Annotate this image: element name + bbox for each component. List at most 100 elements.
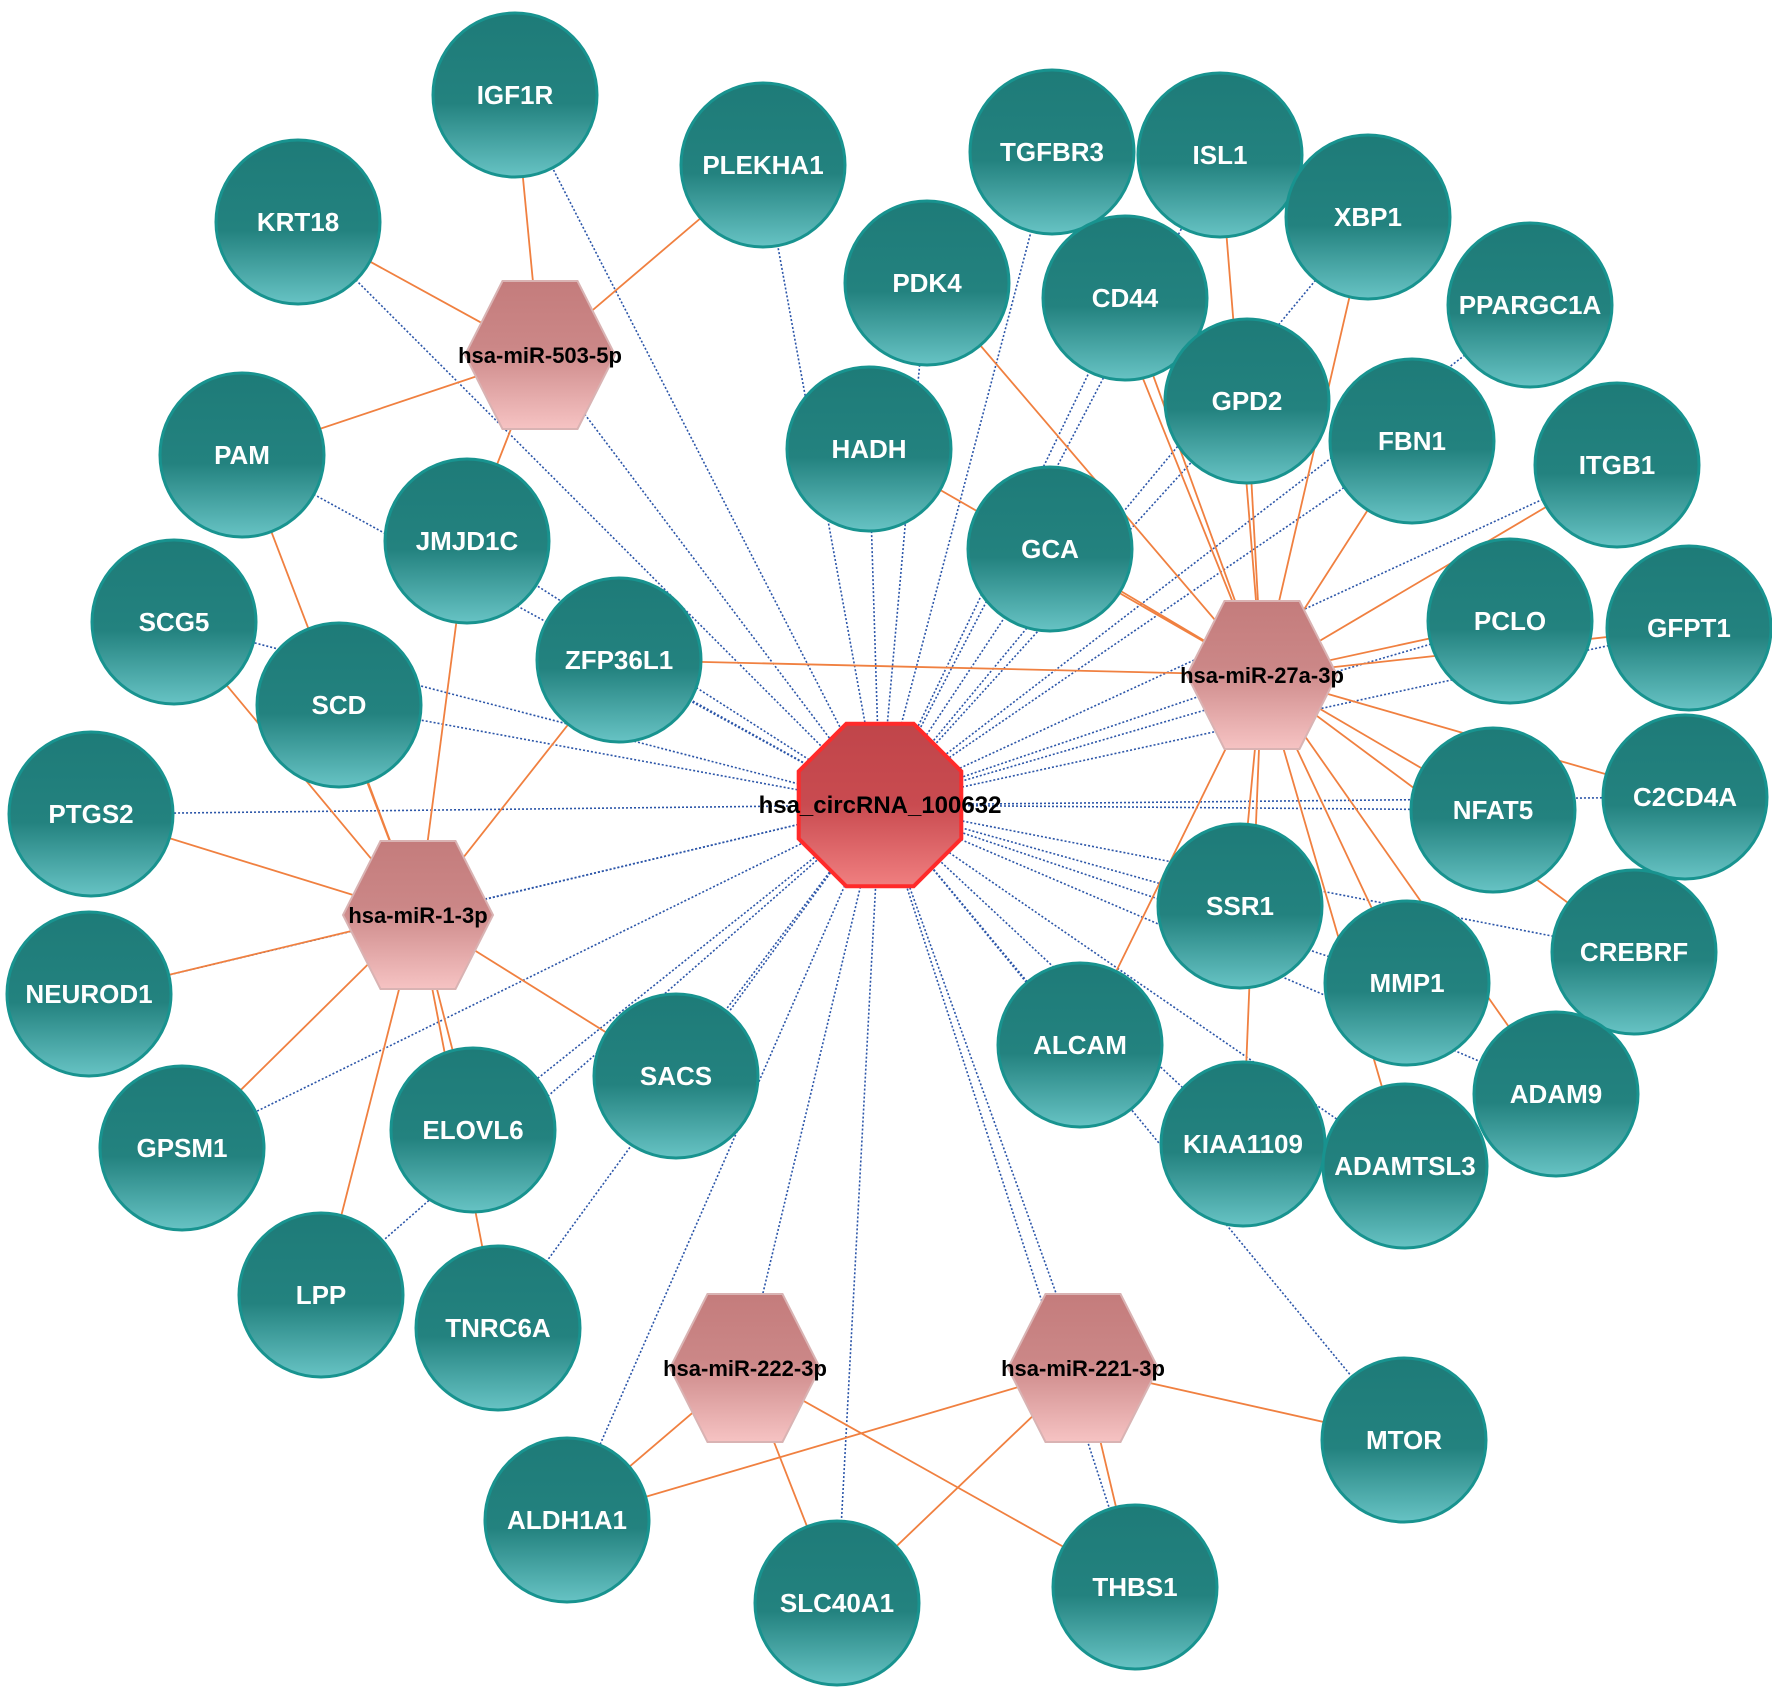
gene-node-jmjd1c[interactable]: JMJD1C	[383, 457, 551, 625]
gene-node-zfp36l1[interactable]: ZFP36L1	[535, 576, 703, 744]
gene-label: TGFBR3	[1000, 137, 1104, 167]
gene-node-fbn1[interactable]: FBN1	[1328, 357, 1496, 525]
gene-node-slc40a1[interactable]: SLC40A1	[753, 1519, 921, 1687]
gene-node-kiaa1109[interactable]: KIAA1109	[1159, 1060, 1327, 1228]
circrna-edge-m222	[744, 804, 881, 1369]
gene-node-itgb1[interactable]: ITGB1	[1533, 381, 1701, 549]
mirna-node-m1[interactable]: hsa-miR-1-3p	[341, 840, 495, 990]
gene-node-pam[interactable]: PAM	[158, 371, 326, 539]
mirna-node-m221[interactable]: hsa-miR-221-3p	[1001, 1293, 1165, 1443]
gene-node-gpsm1[interactable]: GPSM1	[98, 1064, 266, 1232]
gene-node-neurod1[interactable]: NEUROD1	[5, 910, 173, 1078]
gene-node-xbp1[interactable]: XBP1	[1284, 133, 1452, 301]
circrna-octagon	[796, 721, 964, 889]
mirna-edge-m27a-adamtsl3	[1261, 674, 1406, 1167]
gene-node-gfpt1[interactable]: GFPT1	[1605, 544, 1772, 712]
gene-node-scg5[interactable]: SCG5	[90, 538, 258, 706]
gene-node-hadh[interactable]: HADH	[785, 365, 953, 533]
gene-label: JMJD1C	[416, 526, 519, 556]
gene-node-igf1r[interactable]: IGF1R	[431, 11, 599, 179]
gene-label: ADAMTSL3	[1334, 1151, 1476, 1181]
gene-label: ISL1	[1193, 140, 1248, 170]
circrna-edge-tgfbr3	[879, 151, 1053, 806]
gene-label: PAM	[214, 440, 270, 470]
gene-node-lpp[interactable]: LPP	[237, 1211, 405, 1379]
gene-node-plekha1[interactable]: PLEKHA1	[679, 81, 847, 249]
gene-circle	[5, 910, 173, 1078]
gene-label: PCLO	[1474, 606, 1546, 636]
gene-node-mmp1[interactable]: MMP1	[1323, 899, 1491, 1067]
gene-label: ITGB1	[1579, 450, 1656, 480]
gene-label: ELOVL6	[422, 1115, 523, 1145]
gene-circle	[1446, 221, 1614, 389]
gene-label: PDK4	[892, 268, 962, 298]
gene-node-ptgs2[interactable]: PTGS2	[7, 730, 175, 898]
gene-label: LPP	[296, 1280, 347, 1310]
mirna-label: hsa-miR-27a-3p	[1180, 663, 1344, 688]
gene-node-crebrf[interactable]: CREBRF	[1550, 868, 1718, 1036]
gene-circle	[1156, 822, 1324, 990]
gene-node-ssr1[interactable]: SSR1	[1156, 822, 1324, 990]
gene-circle	[996, 961, 1164, 1129]
gene-circle	[389, 1046, 557, 1214]
mirna-label: hsa-miR-503-5p	[458, 343, 622, 368]
gene-node-tnrc6a[interactable]: TNRC6A	[414, 1244, 582, 1412]
gene-circle	[383, 457, 551, 625]
gene-label: SCD	[312, 690, 367, 720]
gene-node-isl1[interactable]: ISL1	[1136, 71, 1304, 239]
gene-node-pdk4[interactable]: PDK4	[843, 199, 1011, 367]
gene-node-gca[interactable]: GCA	[966, 465, 1134, 633]
gene-label: NFAT5	[1453, 795, 1533, 825]
gene-node-ppargc1a[interactable]: PPARGC1A	[1446, 221, 1614, 389]
mirna-node-m222[interactable]: hsa-miR-222-3p	[663, 1293, 827, 1443]
circrna-edge-ptgs2	[90, 804, 881, 815]
mirna-label: hsa-miR-222-3p	[663, 1356, 827, 1381]
gene-label: XBP1	[1334, 202, 1402, 232]
circrna-edge-mmp1	[879, 804, 1408, 984]
gene-label: PTGS2	[48, 799, 133, 829]
gene-node-mtor[interactable]: MTOR	[1320, 1356, 1488, 1524]
gene-node-krt18[interactable]: KRT18	[214, 138, 382, 306]
gene-node-aldh1a1[interactable]: ALDH1A1	[483, 1436, 651, 1604]
gene-circle	[1051, 1503, 1219, 1671]
gene-node-tgfbr3[interactable]: TGFBR3	[968, 68, 1136, 236]
circrna-edge-igf1r	[514, 94, 881, 806]
gene-node-sacs[interactable]: SACS	[592, 992, 760, 1160]
gene-node-thbs1[interactable]: THBS1	[1051, 1503, 1219, 1671]
mirna-node-m503[interactable]: hsa-miR-503-5p	[458, 280, 622, 430]
gene-circle	[431, 11, 599, 179]
circrna-node[interactable]: hsa_circRNA_100632	[759, 721, 1002, 889]
mirna-node-m27a[interactable]: hsa-miR-27a-3p	[1180, 600, 1344, 750]
gene-circle	[679, 81, 847, 249]
mirna-nodes: hsa-miR-503-5p hsa-miR-27a-3p hsa-miR-1-3p…	[341, 280, 1344, 1443]
gene-node-nfat5[interactable]: NFAT5	[1409, 726, 1577, 894]
gene-node-elovl6[interactable]: ELOVL6	[389, 1046, 557, 1214]
mirna-label: hsa-miR-1-3p	[348, 903, 487, 928]
gene-circle	[1426, 537, 1594, 705]
gene-label: IGF1R	[477, 80, 554, 110]
gene-node-scd[interactable]: SCD	[255, 621, 423, 789]
gene-label: ADAM9	[1510, 1079, 1602, 1109]
gene-node-gpd2[interactable]: GPD2	[1163, 317, 1331, 485]
gene-circle	[237, 1211, 405, 1379]
gene-node-c2cd4a[interactable]: C2CD4A	[1601, 713, 1769, 881]
circrna-edge-fbn1	[879, 440, 1413, 806]
gene-circle	[785, 365, 953, 533]
circrna-edge-krt18	[297, 221, 881, 806]
gene-node-pclo[interactable]: PCLO	[1426, 537, 1594, 705]
gene-label: GPSM1	[136, 1133, 227, 1163]
gene-label: FBN1	[1378, 426, 1446, 456]
circrna-edge-m1	[417, 804, 881, 916]
gene-label: CD44	[1092, 283, 1159, 313]
gene-node-cd44[interactable]: CD44	[1041, 214, 1209, 382]
gene-node-adamtsl3[interactable]: ADAMTSL3	[1321, 1082, 1489, 1250]
gene-node-adam9[interactable]: ADAM9	[1472, 1010, 1640, 1178]
gene-label: PPARGC1A	[1459, 290, 1602, 320]
gene-circle	[7, 730, 175, 898]
mirna-hexagon	[1185, 600, 1339, 750]
gene-label: KIAA1109	[1183, 1129, 1303, 1159]
gene-circle	[1136, 71, 1304, 239]
gene-node-alcam[interactable]: ALCAM	[996, 961, 1164, 1129]
gene-label: PLEKHA1	[702, 150, 823, 180]
